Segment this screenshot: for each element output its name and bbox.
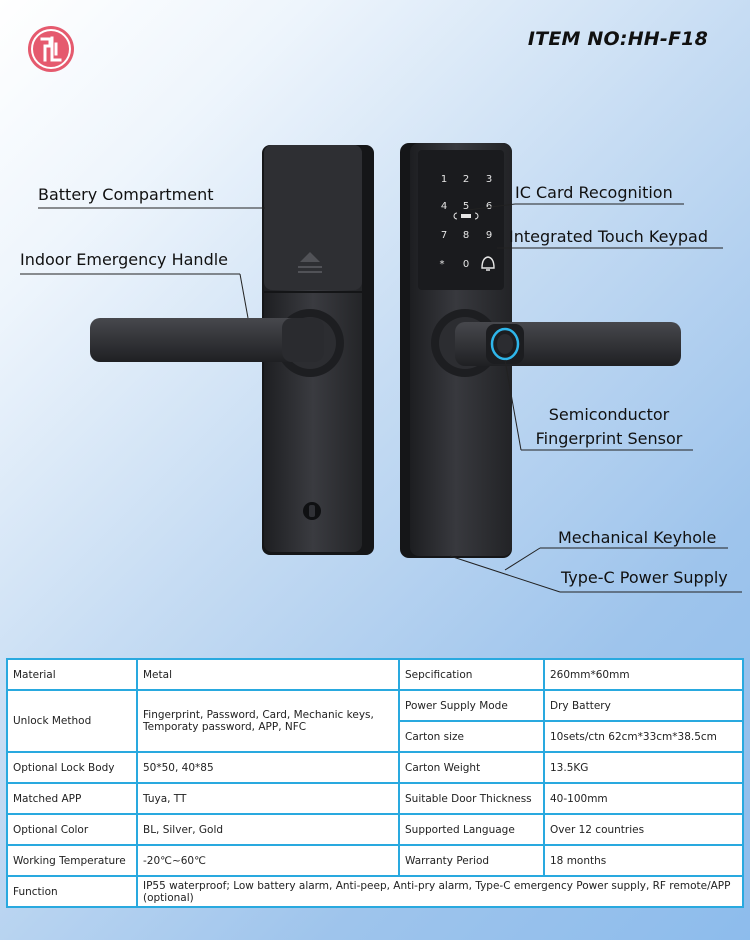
table-row: Material Metal Sepcification 260mm*60mm xyxy=(6,658,744,691)
keypad-key: * xyxy=(440,259,445,270)
spec-label: Power Supply Mode xyxy=(398,689,545,722)
spec-label: Sepcification xyxy=(398,658,545,691)
spec-value: Dry Battery xyxy=(543,689,744,722)
callout-lines xyxy=(20,203,742,593)
keypad-key: 2 xyxy=(463,174,469,185)
spec-label: Suitable Door Thickness xyxy=(398,782,545,815)
spec-value: 40-100mm xyxy=(543,782,744,815)
keypad-key: 5 xyxy=(463,201,469,212)
fingerprint-sensor-icon xyxy=(490,327,520,361)
spec-value: 10sets/ctn 62cm*33cm*38.5cm xyxy=(543,720,744,753)
callout-typec-power-supply: Type-C Power Supply xyxy=(561,568,728,587)
item-number-title: ITEM NO:HH-F18 xyxy=(527,28,708,50)
table-row: Carton size 10sets/ctn 62cm*33cm*38.5cm xyxy=(7,720,744,753)
spec-value: -20℃~60℃ xyxy=(136,844,400,877)
table-row: Unlock Method Fingerprint, Password, Car… xyxy=(6,689,744,753)
brand-seal-icon xyxy=(28,26,74,72)
spec-value: 260mm*60mm xyxy=(543,658,744,691)
spec-value: 13.5KG xyxy=(543,751,744,784)
touch-keypad: 1 2 3 4 5 6 7 8 9 * 0 xyxy=(440,174,493,270)
spec-label: Supported Language xyxy=(398,813,545,846)
callout-fingerprint-line2: Fingerprint Sensor xyxy=(535,429,683,448)
table-row: Function IP55 waterproof; Low battery al… xyxy=(6,875,744,908)
spec-value: Fingerprint, Password, Card, Mechanic ke… xyxy=(136,689,400,753)
spec-label: Working Temperature xyxy=(6,844,138,877)
keypad-key: 0 xyxy=(463,259,469,270)
spec-label: Unlock Method xyxy=(6,689,138,753)
spec-label: Carton size xyxy=(398,720,545,753)
keypad-key: 9 xyxy=(486,230,492,241)
spec-label: Optional Color xyxy=(6,813,138,846)
callout-ic-card-recognition: IC Card Recognition xyxy=(515,183,673,202)
callout-indoor-emergency-handle: Indoor Emergency Handle xyxy=(20,250,229,269)
spec-value: Tuya, TT xyxy=(136,782,400,815)
smart-lock-illustration: 1 2 3 4 5 6 7 8 9 * 0 xyxy=(20,143,742,593)
spec-label: Function xyxy=(6,875,138,908)
table-row: Matched APP Tuya, TT Suitable Door Thick… xyxy=(6,782,744,815)
spec-value: BL, Silver, Gold xyxy=(136,813,400,846)
callout-mechanical-keyhole: Mechanical Keyhole xyxy=(558,528,717,547)
doorbell-icon xyxy=(481,256,495,271)
keypad-key: 4 xyxy=(441,201,447,212)
spec-label: Material xyxy=(6,658,138,691)
spec-value: Metal xyxy=(136,658,400,691)
spec-label: Carton Weight xyxy=(398,751,545,784)
spec-label: Warranty Period xyxy=(398,844,545,877)
spec-value: IP55 waterproof; Low battery alarm, Anti… xyxy=(136,875,744,908)
nfc-icon xyxy=(453,212,479,220)
table-row: Optional Color BL, Silver, Gold Supporte… xyxy=(6,813,744,846)
indoor-lever-handle xyxy=(90,318,310,362)
callout-integrated-touch-keypad: Integrated Touch Keypad xyxy=(509,227,709,246)
keypad-key: 6 xyxy=(486,201,492,212)
keypad-key: 7 xyxy=(441,230,447,241)
table-row: Optional Lock Body 50*50, 40*85 Carton W… xyxy=(6,751,744,784)
keypad-key: 3 xyxy=(486,174,492,185)
spec-value: 18 months xyxy=(543,844,744,877)
spec-label: Matched APP xyxy=(6,782,138,815)
keypad-key: 1 xyxy=(441,174,447,185)
specification-table: Material Metal Sepcification 260mm*60mm … xyxy=(6,658,744,908)
indoor-panel xyxy=(90,145,374,555)
callout-battery-compartment: Battery Compartment xyxy=(38,185,214,204)
keypad-key: 8 xyxy=(463,230,469,241)
spec-label: Optional Lock Body xyxy=(6,751,138,784)
spec-value: Over 12 countries xyxy=(543,813,744,846)
spec-value: 50*50, 40*85 xyxy=(136,751,400,784)
table-row: Working Temperature -20℃~60℃ Warranty Pe… xyxy=(6,844,744,877)
outdoor-panel: 1 2 3 4 5 6 7 8 9 * 0 xyxy=(400,143,681,558)
callout-fingerprint-line1: Semiconductor xyxy=(548,405,670,424)
battery-cover-arrow-icon xyxy=(300,252,320,262)
